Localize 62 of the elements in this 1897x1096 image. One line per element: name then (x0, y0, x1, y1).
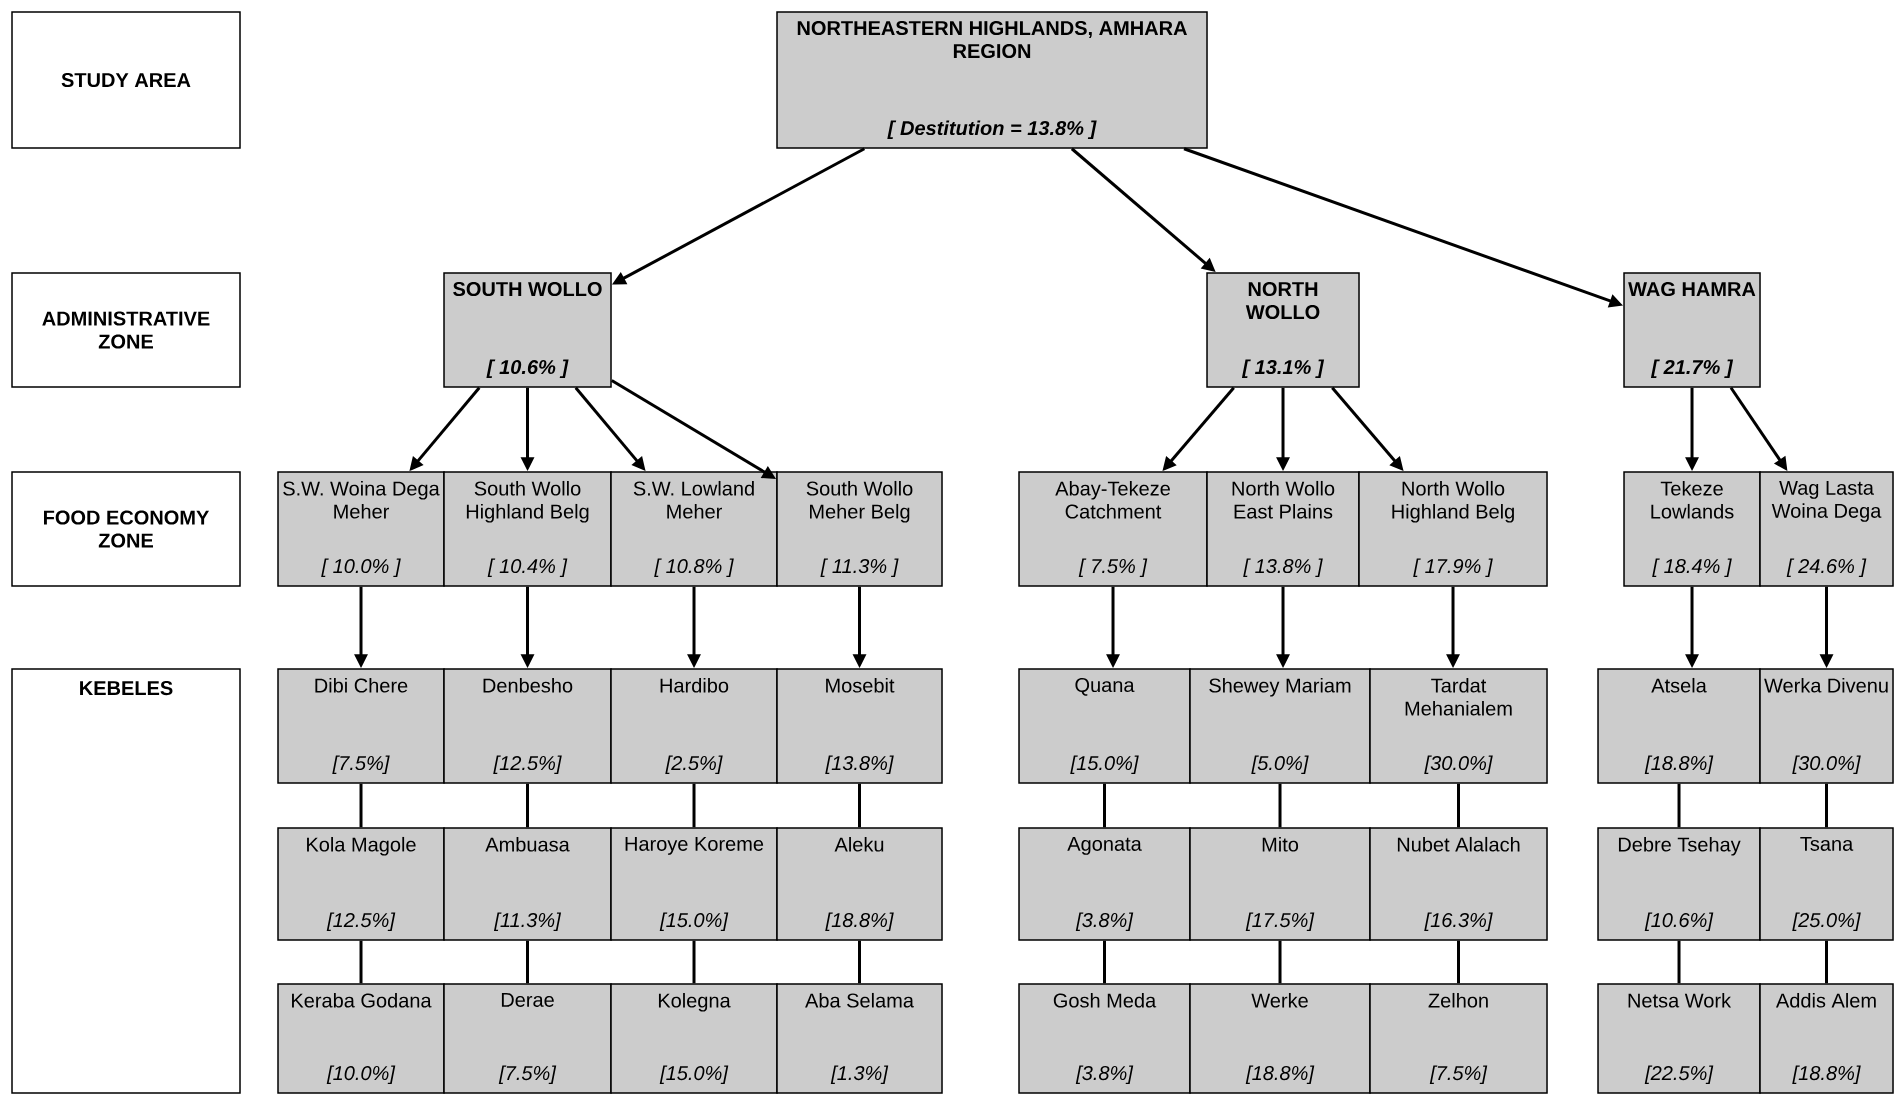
connector-line (1457, 940, 1460, 984)
kebele-box: Debre Tsehay [10.6%] (1597, 827, 1761, 941)
kebele-box: Kolegna [15.0%] (610, 983, 778, 1094)
connector-line (1825, 940, 1828, 984)
kebele-box: Werka Divenu [30.0%] (1759, 668, 1894, 784)
kebele-box: Agonata [3.8%] (1018, 827, 1191, 941)
connector-line (1457, 783, 1460, 828)
economy-zone-box: S.W. Lowland Meher [ 10.8% ] (610, 471, 778, 587)
kebele-box: Werke [18.8%] (1189, 983, 1371, 1094)
zone-box: NORTH WOLLO [ 13.1% ] (1206, 272, 1360, 388)
kebele-box: Dibi Chere [7.5%] (277, 668, 445, 784)
connector-line (1103, 940, 1106, 984)
economy-zone-box: Tekeze Lowlands [ 18.4% ] (1623, 471, 1761, 587)
connector-line (526, 940, 529, 984)
connector-line (359, 940, 363, 984)
connector-line (858, 783, 861, 828)
connector-line (1278, 940, 1282, 984)
kebele-box: Tsana [25.0%] (1759, 827, 1894, 941)
connector-line (1677, 940, 1681, 984)
kebele-box: Derae [7.5%] (443, 983, 612, 1094)
connector-line (1103, 783, 1106, 828)
kebele-box: Quana [15.0%] (1018, 668, 1191, 784)
kebele-box: Keraba Godana [10.0%] (277, 983, 445, 1094)
kebele-box: Mosebit [13.8%] (776, 668, 943, 784)
kebele-box: Kola Magole [12.5%] (277, 827, 445, 941)
kebele-box: Hardibo [2.5%] (610, 668, 778, 784)
connector-line (1677, 783, 1681, 828)
kebele-box: Ambuasa [11.3%] (443, 827, 612, 941)
kebele-box: Nubet Alalach [16.3%] (1369, 827, 1548, 941)
economy-zone-box: South Wollo Highland Belg [ 10.4% ] (443, 471, 612, 587)
level-label-box: FOOD ECONOMY ZONE (11, 471, 241, 587)
kebele-box: Mito [17.5%] (1189, 827, 1371, 941)
connector-line (692, 940, 696, 984)
kebele-box: Zelhon [7.5%] (1369, 983, 1548, 1094)
kebele-box: Tardat Mehanialem [30.0%] (1369, 668, 1548, 784)
kebele-box: Aba Selama [1.3%] (776, 983, 943, 1094)
kebele-box: Denbesho [12.5%] (443, 668, 612, 784)
economy-zone-box: North Wollo East Plains [ 13.8% ] (1206, 471, 1360, 587)
kebele-box: Haroye Koreme [15.0%] (610, 827, 778, 941)
kebele-box: Atsela [18.8%] (1597, 668, 1761, 784)
economy-zone-box: Abay-Tekeze Catchment [ 7.5% ] (1018, 471, 1208, 587)
zone-box: SOUTH WOLLO [ 10.6% ] (443, 272, 612, 388)
connector-line (1825, 783, 1828, 828)
economy-zone-box: S.W. Woina Dega Meher [ 10.0% ] (277, 471, 445, 587)
kebele-box: Netsa Work [22.5%] (1597, 983, 1761, 1094)
economy-zone-box: North Wollo Highland Belg [ 17.9% ] (1358, 471, 1548, 587)
level-label-box: KEBELES (11, 668, 241, 1094)
kebele-box: Aleku [18.8%] (776, 827, 943, 941)
economy-zone-box: South Wollo Meher Belg [ 11.3% ] (776, 471, 943, 587)
kebele-box: Addis Alem [18.8%] (1759, 983, 1894, 1094)
kebele-box: Gosh Meda [3.8%] (1018, 983, 1191, 1094)
connector-line (526, 783, 529, 828)
kebele-box: Shewey Mariam [5.0%] (1189, 668, 1371, 784)
level-label-box: ADMINISTRATIVE ZONE (11, 272, 241, 388)
connector-line (692, 783, 696, 828)
connector-line (1278, 783, 1282, 828)
zone-box: WAG HAMRA [ 21.7% ] (1623, 272, 1761, 388)
economy-zone-box: Wag Lasta Woina Dega [ 24.6% ] (1759, 471, 1894, 587)
connector-line (858, 940, 861, 984)
region-box: NORTHEASTERN HIGHLANDS, AMHARA REGION [ Destitution = 13.8% ] (776, 11, 1208, 149)
connector-line (359, 783, 363, 828)
level-label-box: STUDY AREA (11, 11, 241, 149)
